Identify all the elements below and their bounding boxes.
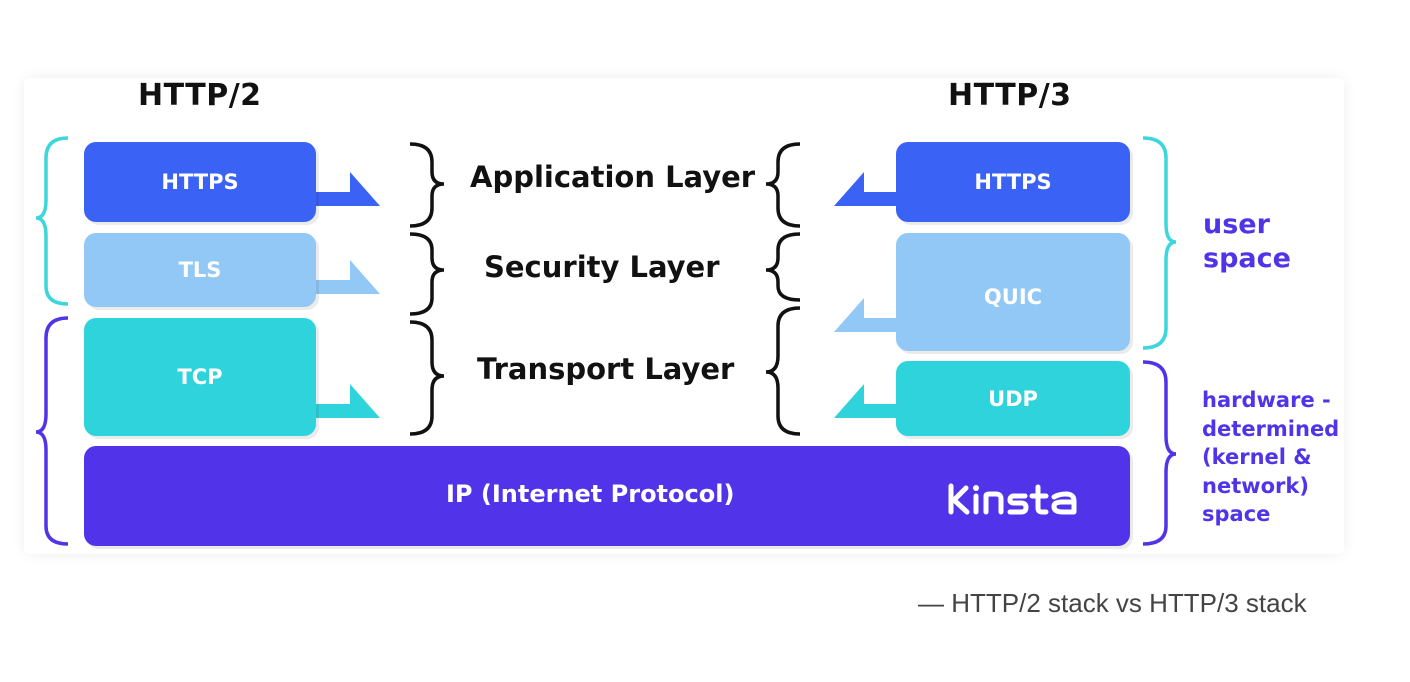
- hw-line-5: space: [1202, 502, 1271, 526]
- tls-arrow-left: [316, 260, 380, 294]
- security-brace-right: [765, 232, 801, 302]
- user-space-brace-right: [1142, 136, 1177, 350]
- figure-caption: — HTTP/2 stack vs HTTP/3 stack: [918, 588, 1307, 618]
- hw-line-3: (kernel &: [1202, 445, 1312, 469]
- http3-https-label: HTTPS: [974, 170, 1052, 194]
- transport-brace-right: [765, 306, 801, 436]
- kinsta-logo: [948, 483, 1077, 515]
- https-arrow-right: [834, 172, 896, 206]
- http2-tcp-box: TCP: [84, 318, 316, 436]
- http2-tls-box: TLS: [84, 233, 316, 307]
- http2-https-label: HTTPS: [161, 170, 239, 194]
- http3-udp-label: UDP: [988, 386, 1038, 411]
- user-space-line-2: space: [1203, 243, 1291, 274]
- https-arrow-left: [316, 172, 380, 206]
- application-brace-right: [765, 142, 801, 228]
- security-brace-left: [409, 232, 445, 316]
- http2-https-box: HTTPS: [84, 142, 316, 222]
- kernel-space-label: hardware - determined (kernel & network)…: [1202, 386, 1339, 529]
- security-layer-label: Security Layer: [484, 250, 720, 284]
- user-space-brace-left: [35, 136, 69, 306]
- application-brace-left: [409, 142, 445, 228]
- http3-udp-box: UDP: [896, 361, 1130, 436]
- hw-line-2: determined: [1202, 416, 1340, 441]
- user-space-line-1: user: [1203, 209, 1270, 240]
- hw-line-1: hardware -: [1202, 388, 1331, 412]
- http3-quic-label: QUIC: [983, 285, 1043, 309]
- udp-arrow-right: [834, 384, 896, 418]
- user-space-label: user space: [1203, 208, 1291, 276]
- http2-heading: HTTP/2: [138, 78, 262, 113]
- http2-tcp-label: TCP: [177, 365, 223, 389]
- http3-quic-box: QUIC: [896, 233, 1130, 351]
- application-layer-label: Application Layer: [470, 160, 756, 194]
- http2-tls-label: TLS: [178, 258, 222, 282]
- kernel-space-brace-right: [1142, 360, 1177, 546]
- kernel-space-brace-left: [35, 316, 69, 546]
- http3-https-box: HTTPS: [896, 142, 1130, 222]
- http3-heading: HTTP/3: [948, 78, 1072, 113]
- ip-label: IP (Internet Protocol): [446, 480, 735, 508]
- transport-layer-label: Transport Layer: [477, 352, 735, 386]
- hw-line-4: network): [1202, 473, 1309, 498]
- transport-brace-left: [409, 320, 445, 436]
- tcp-arrow-left: [316, 384, 380, 418]
- quic-arrow-right: [834, 298, 896, 332]
